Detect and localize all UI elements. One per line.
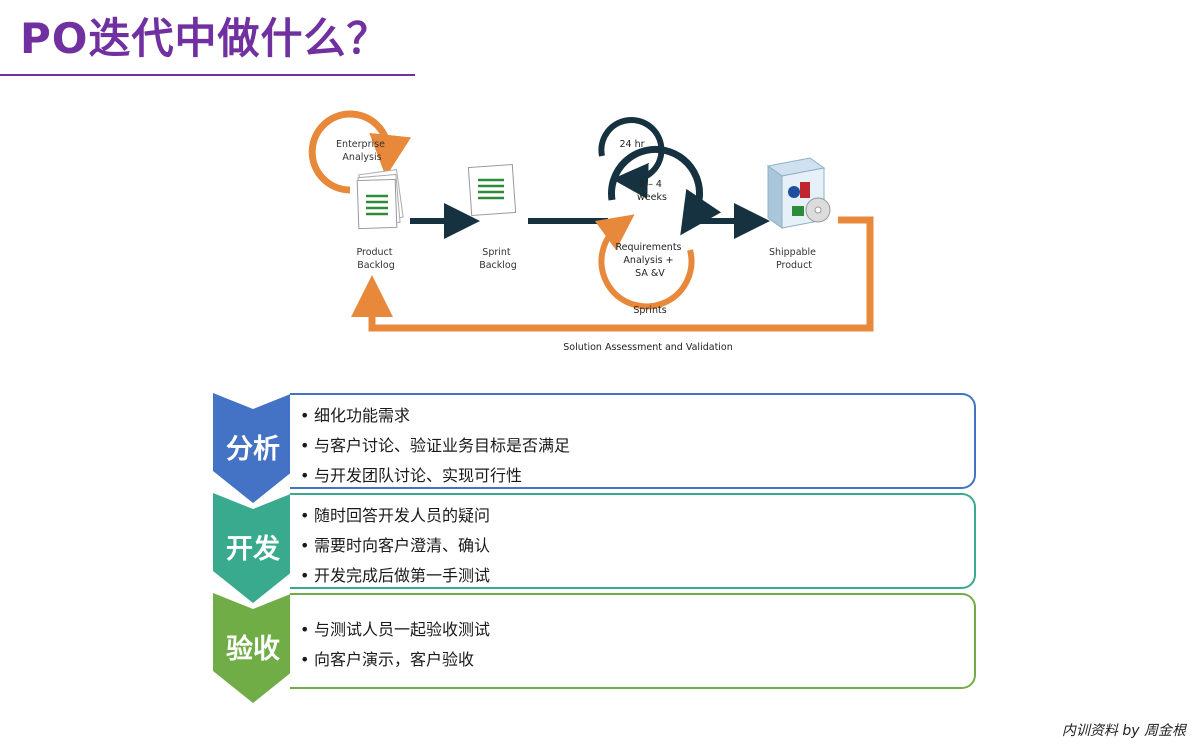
sprint-backlog-icon [467, 163, 517, 217]
stage-accept-chevron [213, 593, 293, 703]
stage-develop-item: •开发完成后做第一手测试 [300, 566, 491, 585]
stage-accept-item: •向客户演示，客户验收 [300, 650, 475, 669]
stage-analysis: 分析 •细化功能需求 •与客户讨论、验证业务目标是否满足 •与开发团队讨论、实现… [213, 393, 983, 503]
product-backlog-label: Product Backlog [356, 247, 395, 271]
stage-analysis-item: •细化功能需求 [300, 406, 411, 425]
stage-develop-item: •需要时向客户澄清、确认 [300, 536, 491, 555]
sprint-cycle-loop [608, 145, 722, 236]
requirements-loop [594, 214, 695, 310]
requirements-label: Requirements Analysis + SA &V [615, 242, 684, 279]
feedback-path [351, 216, 874, 332]
title-divider [0, 74, 415, 76]
product-backlog-icon [356, 169, 404, 230]
stage-accept-box: •与测试人员一起验收测试 •向客户演示，客户验收 [290, 593, 976, 689]
page-title: PO迭代中做什么？ [20, 14, 390, 63]
enterprise-analysis-loop [308, 110, 412, 194]
footer-note: 内训资料 by 周金根 [1061, 723, 1186, 739]
shippable-product-label: Shippable Product [769, 247, 819, 271]
stage-accept-label: 验收 [226, 634, 280, 665]
enterprise-analysis-label: Enterprise Analysis [336, 139, 388, 163]
scrum-cycle-diagram: Enterprise Analysis Product Backlog Spri… [308, 110, 874, 353]
stage-analysis-item: •与开发团队讨论、实现可行性 [300, 466, 523, 485]
stage-develop-label: 开发 [226, 534, 280, 565]
stage-analysis-label: 分析 [226, 434, 280, 465]
sprint-cycle-label: 2 – 4 weeks [637, 179, 667, 203]
shippable-product-icon [766, 157, 831, 229]
stage-analysis-chevron [213, 393, 293, 503]
stage-develop-chevron [213, 493, 293, 603]
stage-accept: 验收 •与测试人员一起验收测试 •向客户演示，客户验收 [213, 593, 983, 703]
daily-cycle-loop [598, 117, 665, 199]
stage-accept-item: •与测试人员一起验收测试 [300, 620, 491, 639]
stage-develop-box: •随时回答开发人员的疑问 •需要时向客户澄清、确认 •开发完成后做第一手测试 [290, 493, 976, 589]
stage-develop: 开发 •随时回答开发人员的疑问 •需要时向客户澄清、确认 •开发完成后做第一手测… [213, 493, 983, 603]
daily-cycle-label: 24 hr [619, 139, 644, 150]
sprints-label: Sprints [633, 305, 666, 316]
stage-develop-item: •随时回答开发人员的疑问 [300, 506, 491, 525]
solution-assessment-label: Solution Assessment and Validation [563, 342, 733, 353]
sprint-backlog-label: Sprint Backlog [479, 247, 517, 271]
stage-analysis-box: •细化功能需求 •与客户讨论、验证业务目标是否满足 •与开发团队讨论、实现可行性 [290, 393, 976, 489]
stage-analysis-item: •与客户讨论、验证业务目标是否满足 [300, 436, 571, 455]
